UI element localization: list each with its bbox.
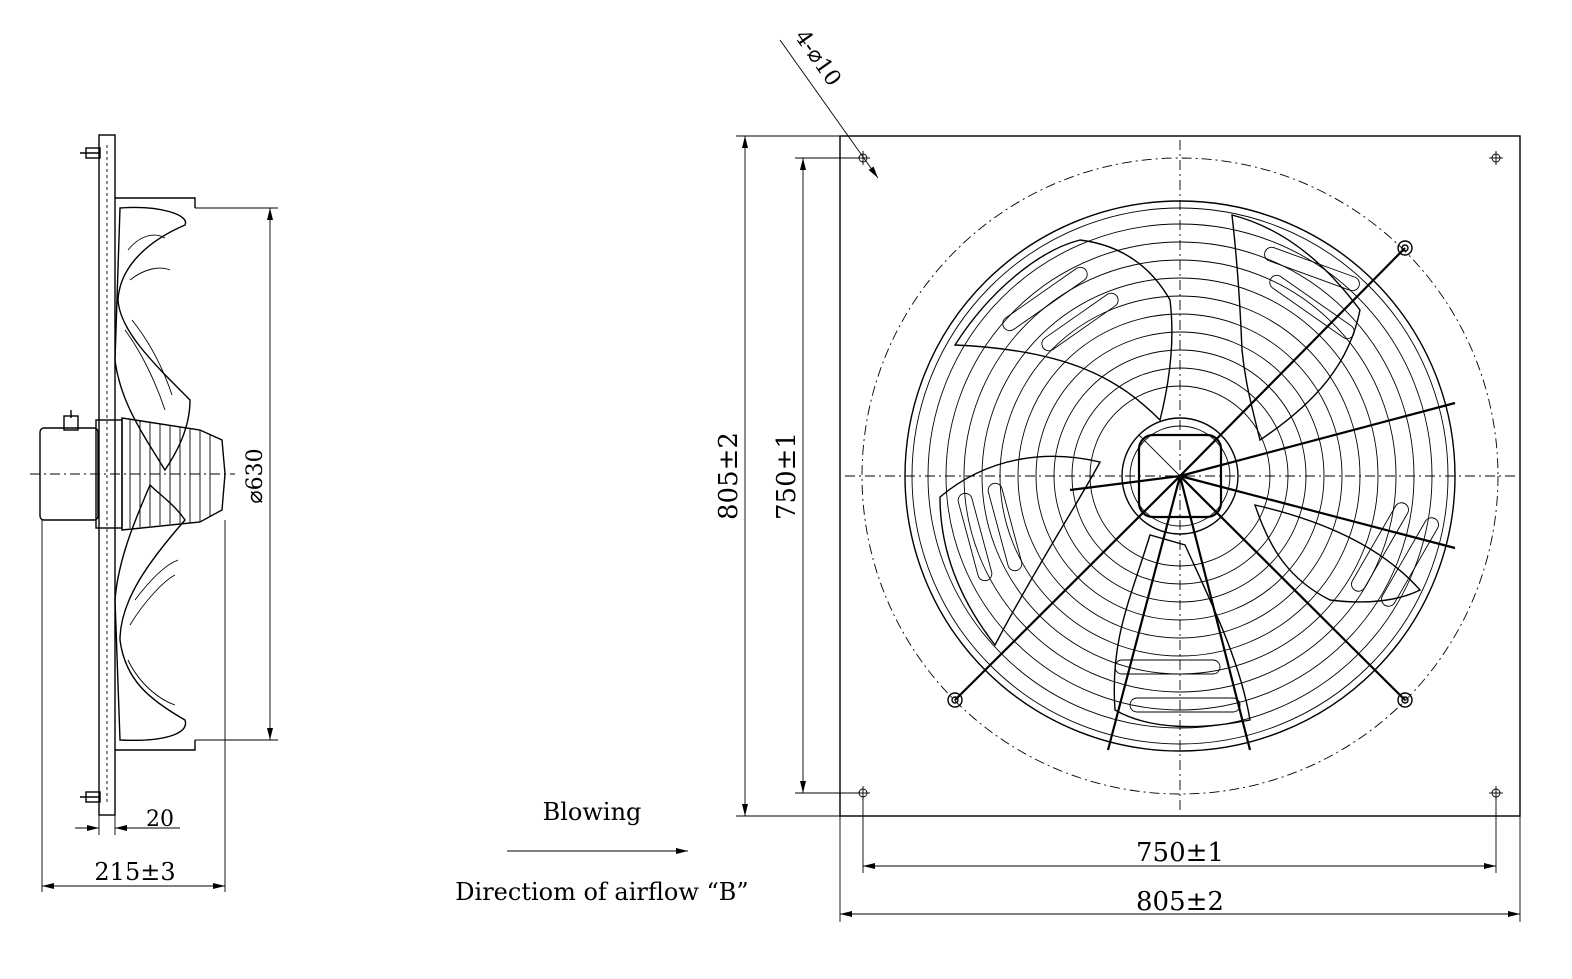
side-motor-body: [39, 427, 99, 521]
side-motor-hub: [121, 417, 226, 531]
holes-leader: [779, 39, 879, 179]
side-mounting-plate: [98, 134, 116, 816]
side-blade-top: [114, 206, 191, 472]
front-blade-left: [939, 455, 1102, 647]
inner-height-label: 750±1: [772, 432, 802, 520]
outer-height-label: 805±2: [714, 432, 744, 520]
side-blade-bottom: [114, 483, 187, 742]
side-view: ⌀630 20 215±3: [30, 134, 278, 892]
front-motor-outer: [1121, 417, 1239, 535]
front-blade-top: [953, 239, 1173, 422]
front-blade-bottom: [1113, 534, 1251, 728]
holes-label: 4-⌀10: [789, 25, 845, 91]
side-flange-label: 20: [146, 807, 174, 832]
front-venturi-dashed: [861, 157, 1499, 795]
side-bolt-top: [80, 147, 101, 159]
front-motor-plate: [1137, 433, 1223, 519]
front-view: 4-⌀10 805±2 750±1 750±1 805±2: [714, 25, 1521, 922]
airflow-indicator: Blowing Directiom of airflow “B”: [455, 798, 748, 906]
outer-width-label: 805±2: [1136, 887, 1224, 917]
airflow-caption: Directiom of airflow “B”: [455, 878, 748, 906]
guard-spokes: [954, 247, 1456, 751]
inner-width-label: 750±1: [1136, 838, 1224, 868]
front-mounting-plate: [839, 135, 1521, 817]
front-blade-right: [1231, 214, 1361, 442]
guard-bosses: [947, 240, 1413, 708]
front-blade-bottom-right: [1253, 504, 1422, 603]
mounting-hole-tr: [1489, 151, 1503, 165]
side-depth-label: 215±3: [94, 858, 175, 886]
guard-grille: [927, 223, 1433, 729]
side-diameter-label: ⌀630: [243, 448, 268, 503]
airflow-label: Blowing: [543, 798, 642, 826]
front-venturi-ring: [904, 200, 1456, 752]
side-bolt-bottom: [80, 791, 101, 803]
side-venturi: [115, 197, 196, 751]
